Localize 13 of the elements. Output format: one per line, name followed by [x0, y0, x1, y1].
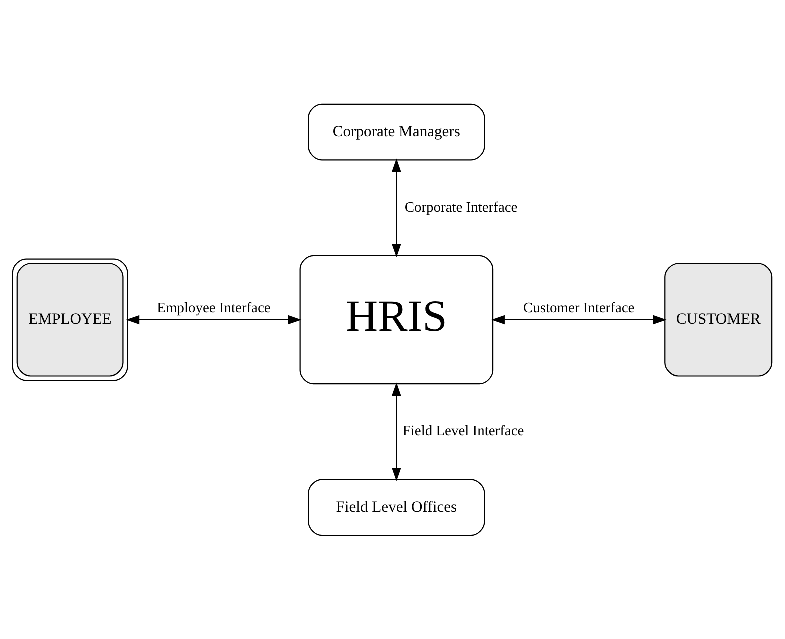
node-box: HRIS — [300, 254, 494, 384]
edge-label: Corporate Interface — [404, 199, 518, 216]
node-box: Corporate Managers — [308, 103, 486, 160]
edge-label: Customer Interface — [523, 300, 635, 316]
node-box: EMPLOYEE — [12, 258, 128, 381]
arrow — [126, 314, 302, 324]
node-box: CUSTOMER — [664, 262, 773, 376]
arrow — [392, 158, 402, 257]
edge-label: Field Level Interface — [402, 423, 524, 440]
arrow — [392, 382, 402, 481]
node-box: Field Level Offices — [308, 478, 486, 536]
arrow — [492, 314, 667, 324]
edge-label: Employee Interface — [157, 300, 271, 316]
